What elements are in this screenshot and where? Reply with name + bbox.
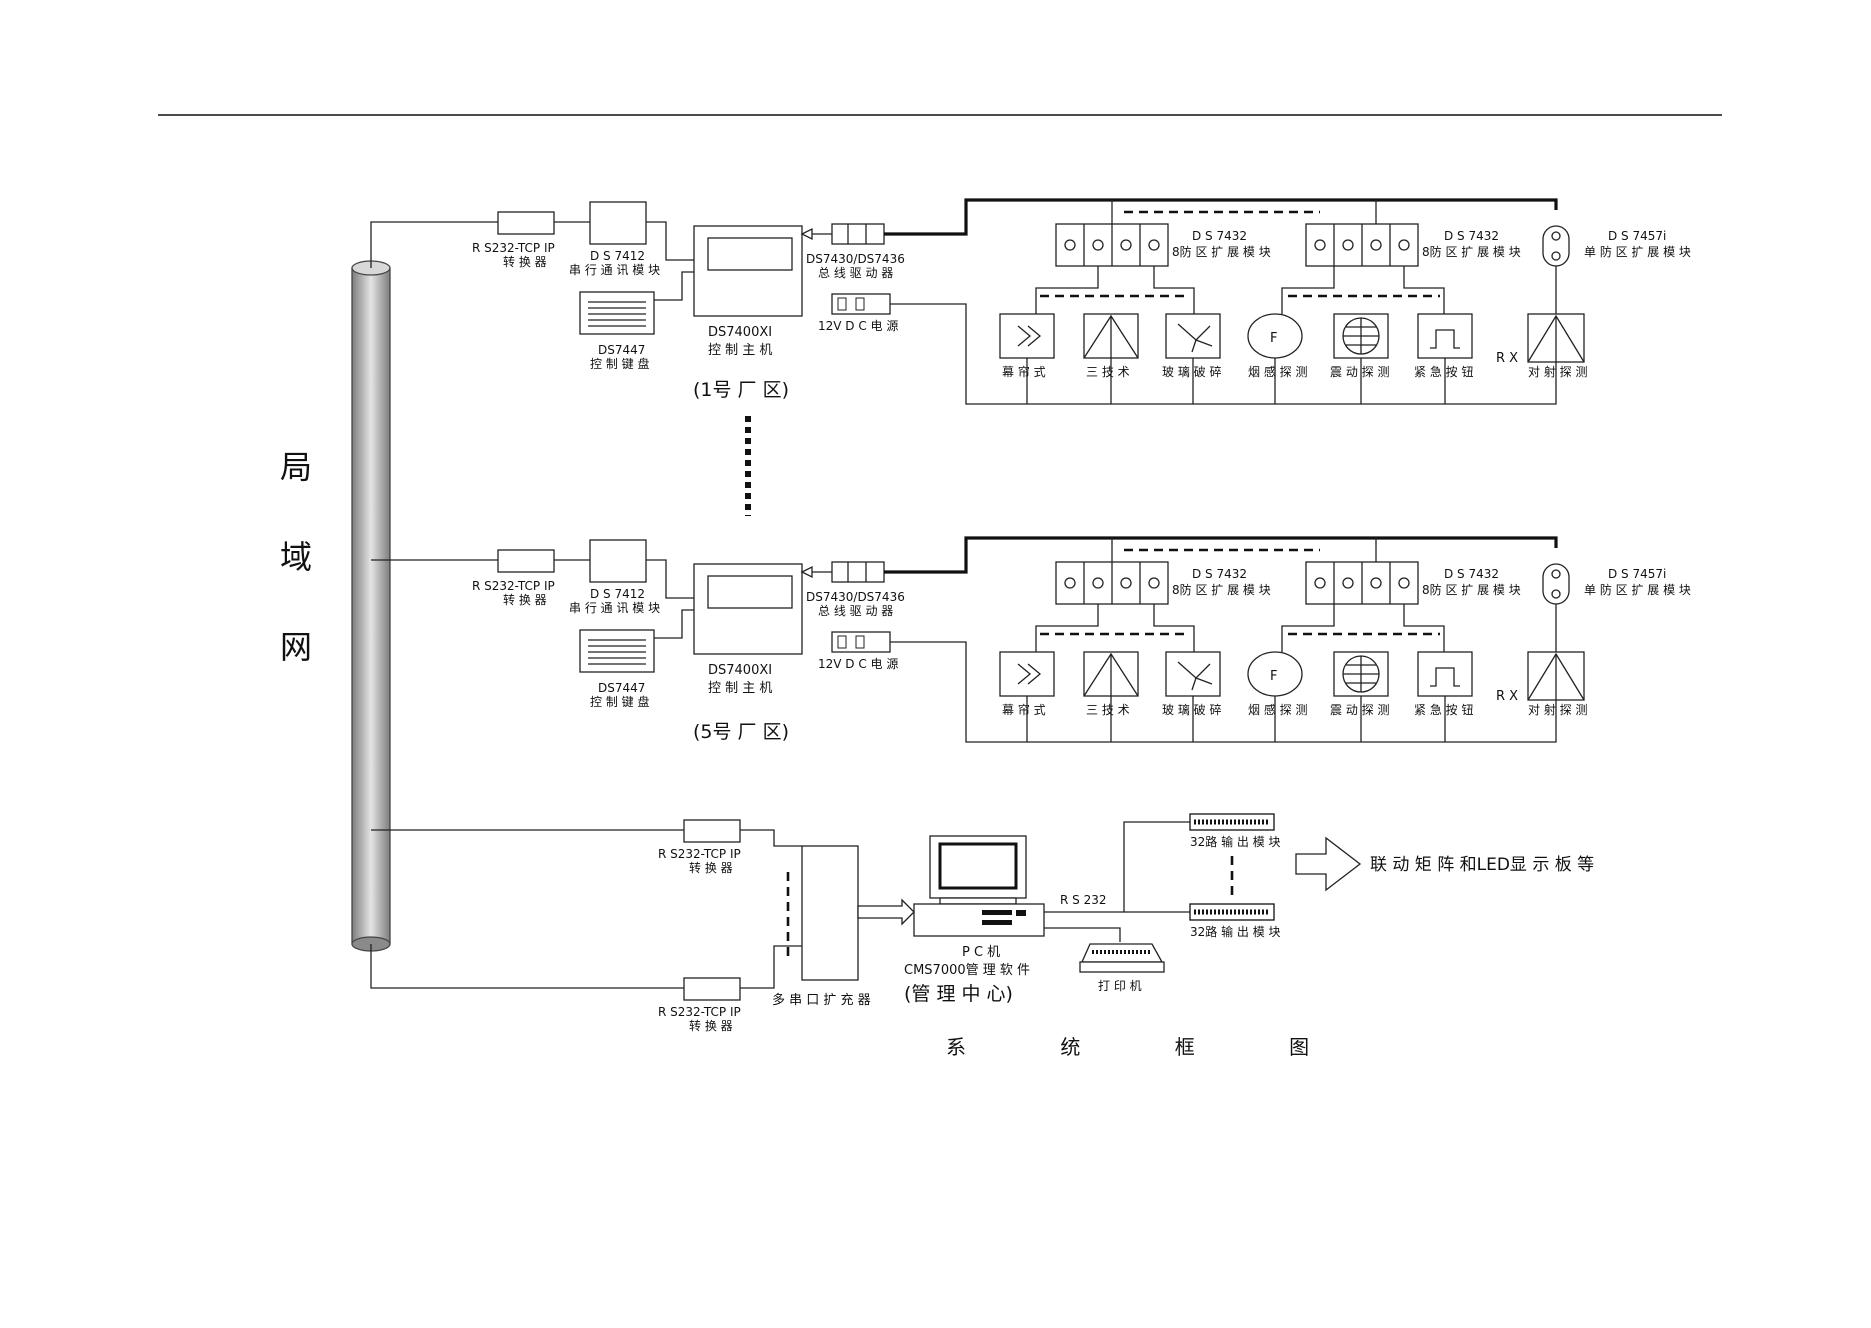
site5-detector-6: 紧 急 按 钮 (1414, 702, 1473, 717)
site1-exp1-line1: D S 7432 (1192, 229, 1247, 243)
site-5: R S232-TCP IP 转 换 器 D S 7412 串 行 通 讯 模 块… (371, 536, 1691, 743)
management-center: R S232-TCP IP 转 换 器 R S232-TCP IP 转 换 器 … (370, 813, 1594, 1033)
site1-keyboard-box (579, 291, 655, 335)
site5-serial-line1: D S 7412 (590, 587, 645, 601)
pc-icon (913, 835, 1045, 937)
data-arrow-icon (857, 898, 915, 926)
site1-controller-line1: DS7400XI (708, 325, 772, 340)
printer-label: 打 印 机 (1098, 979, 1142, 993)
site1-exp3-line2: 单 防 区 扩 展 模 块 (1584, 244, 1691, 259)
center-converter-bottom-line2: 转 换 器 (689, 1018, 733, 1033)
site5-exp3-line1: D S 7457i (1608, 567, 1666, 581)
site5-exp2-line1: D S 7432 (1444, 567, 1499, 581)
lan-label-char-2: 域 (280, 538, 312, 576)
diagram-title: 系 统 框 图 (946, 1035, 1353, 1059)
site1-power-label: 12V D C 电 源 (818, 319, 898, 333)
site1-exp2-line2: 8防 区 扩 展 模 块 (1422, 244, 1521, 259)
site1-exp2-line1: D S 7432 (1444, 229, 1499, 243)
pc-label-line3: (管 理 中 心) (904, 983, 1013, 1005)
linkage-label: 联 动 矩 阵 和LED显 示 板 等 (1370, 855, 1594, 875)
site5-converter-box (497, 549, 555, 573)
site5-rx-label: R X (1496, 689, 1518, 704)
site1-converter-line1: R S232-TCP IP (472, 241, 555, 255)
site5-exp3-line2: 单 防 区 扩 展 模 块 (1584, 582, 1691, 597)
pc-label-line1: P C 机 (962, 945, 1000, 960)
output-module-bottom-label: 32路 输 出 模 块 (1190, 924, 1281, 939)
site1-smoke-symbol: F (1270, 331, 1277, 346)
site1-controller-line2: 控 制 主 机 (708, 343, 772, 358)
site5-bus-driver-line2: 总 线 驱 动 器 (818, 604, 893, 618)
lan-label-char-3: 网 (280, 628, 312, 666)
site1-detector-3: 玻 璃 破 碎 (1162, 364, 1221, 379)
site5-exp1-line2: 8防 区 扩 展 模 块 (1172, 582, 1271, 597)
site1-serial-line1: D S 7412 (590, 249, 645, 263)
site1-bus-driver-line2: 总 线 驱 动 器 (818, 266, 893, 280)
site-1: R S232-TCP IP 转 换 器 D S 7412 串 行 通 讯 模 块… (370, 198, 1691, 405)
site1-bus-driver-box (831, 223, 885, 245)
lan-cylinder (351, 260, 391, 952)
multiport-expander-box (801, 845, 859, 981)
site5-controller-line1: DS7400XI (708, 663, 772, 678)
site1-serial-module-box (589, 201, 647, 245)
site1-area-label: (1号 厂 区) (693, 379, 789, 401)
site5-smoke-symbol: F (1270, 669, 1277, 684)
site5-converter-line2: 转 换 器 (503, 592, 547, 607)
site5-detector-3: 玻 璃 破 碎 (1162, 702, 1221, 717)
site1-converter-line2: 转 换 器 (503, 254, 547, 269)
center-converter-top-line1: R S232-TCP IP (658, 847, 741, 861)
center-converter-top-line2: 转 换 器 (689, 860, 733, 875)
output-module-top-label: 32路 输 出 模 块 (1190, 834, 1281, 849)
site5-detector-5: 震 动 探 测 (1330, 703, 1389, 717)
printer-icon (1079, 943, 1165, 973)
site5-detectors: F (999, 651, 1585, 701)
site1-keyboard-line2: 控 制 键 盘 (590, 356, 649, 371)
site1-detector-2: 三 技 术 (1086, 365, 1130, 379)
site5-bus-driver-box (831, 561, 885, 583)
site5-power-label: 12V D C 电 源 (818, 657, 898, 671)
site5-bus-driver-line1: DS7430/DS7436 (806, 590, 905, 604)
site5-keyboard-line2: 控 制 键 盘 (590, 694, 649, 709)
site5-converter-line1: R S232-TCP IP (472, 579, 555, 593)
site1-bus-driver-line1: DS7430/DS7436 (806, 252, 905, 266)
site1-detector-7: 对 射 探 测 (1528, 364, 1587, 379)
site1-detector-5: 震 动 探 测 (1330, 365, 1389, 379)
site5-keyboard-line1: DS7447 (598, 681, 645, 695)
site5-exp2-line2: 8防 区 扩 展 模 块 (1422, 582, 1521, 597)
center-converter-bottom-box (683, 977, 741, 1001)
site5-serial-module-box (589, 539, 647, 583)
site5-detector-2: 三 技 术 (1086, 703, 1130, 717)
multiport-label: 多 串 口 扩 充 器 (772, 992, 871, 1008)
site5-exp1-line1: D S 7432 (1192, 567, 1247, 581)
site1-detectors: F (999, 313, 1585, 363)
rs232-label: R S 232 (1060, 893, 1107, 907)
site5-controller-line2: 控 制 主 机 (708, 681, 772, 696)
linkage-arrow-icon (1295, 836, 1362, 892)
site5-area-label: (5号 厂 区) (693, 721, 789, 743)
site1-exp3-line1: D S 7457i (1608, 229, 1666, 243)
site1-keyboard-line1: DS7447 (598, 343, 645, 357)
site1-detector-6: 紧 急 按 钮 (1414, 364, 1473, 379)
site5-keyboard-box (579, 629, 655, 673)
site1-exp1-line2: 8防 区 扩 展 模 块 (1172, 244, 1271, 259)
site5-detector-1: 幕 帘 式 (1002, 702, 1046, 717)
lan-label-char-1: 局 (280, 448, 312, 486)
site1-detector-1: 幕 帘 式 (1002, 364, 1046, 379)
site1-rx-label: R X (1496, 351, 1518, 366)
site5-detector-4: 烟 感 探 测 (1248, 702, 1307, 717)
site1-serial-line2: 串 行 通 讯 模 块 (569, 263, 660, 277)
site1-converter-box (497, 211, 555, 235)
center-converter-bottom-line1: R S232-TCP IP (658, 1005, 741, 1019)
site5-serial-line2: 串 行 通 讯 模 块 (569, 601, 660, 615)
pc-label-line2: CMS7000管 理 软 件 (904, 963, 1030, 978)
site1-detector-4: 烟 感 探 测 (1248, 364, 1307, 379)
center-converter-top-box (683, 819, 741, 843)
site5-detector-7: 对 射 探 测 (1528, 702, 1587, 717)
